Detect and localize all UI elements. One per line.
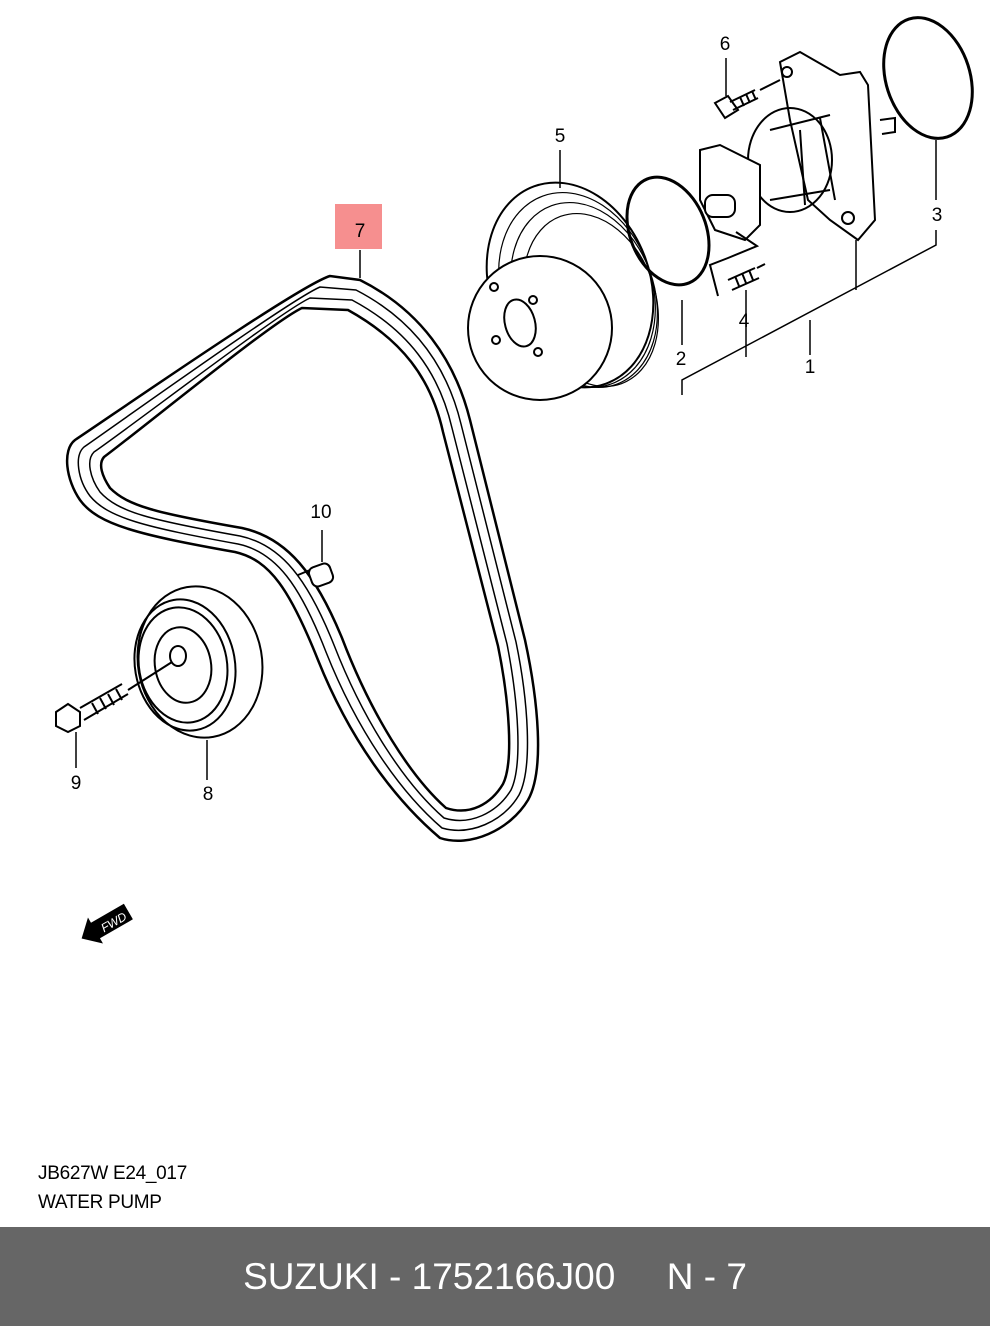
callout-9[interactable]: 9 [71,773,82,794]
callout-6[interactable]: 6 [720,34,731,55]
callout-3[interactable]: 3 [932,205,943,226]
callout-5[interactable]: 5 [555,126,566,147]
spacer [615,1256,666,1298]
separator: - [378,1255,412,1297]
position-ref: N - 7 [666,1255,747,1297]
diagram-code: JB627W E24_017 [38,1163,187,1184]
leader-lines [75,58,937,780]
callout-10[interactable]: 10 [310,502,331,523]
o-ring-2 [625,175,711,287]
bolt-9 [55,661,173,734]
brand: SUZUKI [243,1255,379,1297]
water-pump-body [699,50,896,242]
o-ring-3 [882,16,974,140]
stud-4 [708,231,766,297]
spacer-10 [297,562,335,588]
part-number: 1752166J00 [411,1255,616,1297]
callout-2[interactable]: 2 [676,349,687,370]
highlight-box [335,204,382,249]
parts-diagram: 1 2 3 4 5 6 7 8 9 10 FWD [55,16,974,944]
callout-8[interactable]: 8 [203,784,214,805]
footer-bar: SUZUKI - 1752166J00 N - 7 [0,1227,990,1326]
callout-7[interactable]: 7 [355,221,366,242]
bolt-6 [713,79,781,120]
callout-4[interactable]: 4 [739,311,750,332]
drive-belt [65,274,540,843]
water-pump-pulley [467,181,660,401]
fwd-arrow-icon: FWD [81,903,133,944]
idler-pulley [133,585,264,739]
diagram-title: WATER PUMP [38,1192,162,1213]
callout-1[interactable]: 1 [805,357,816,378]
